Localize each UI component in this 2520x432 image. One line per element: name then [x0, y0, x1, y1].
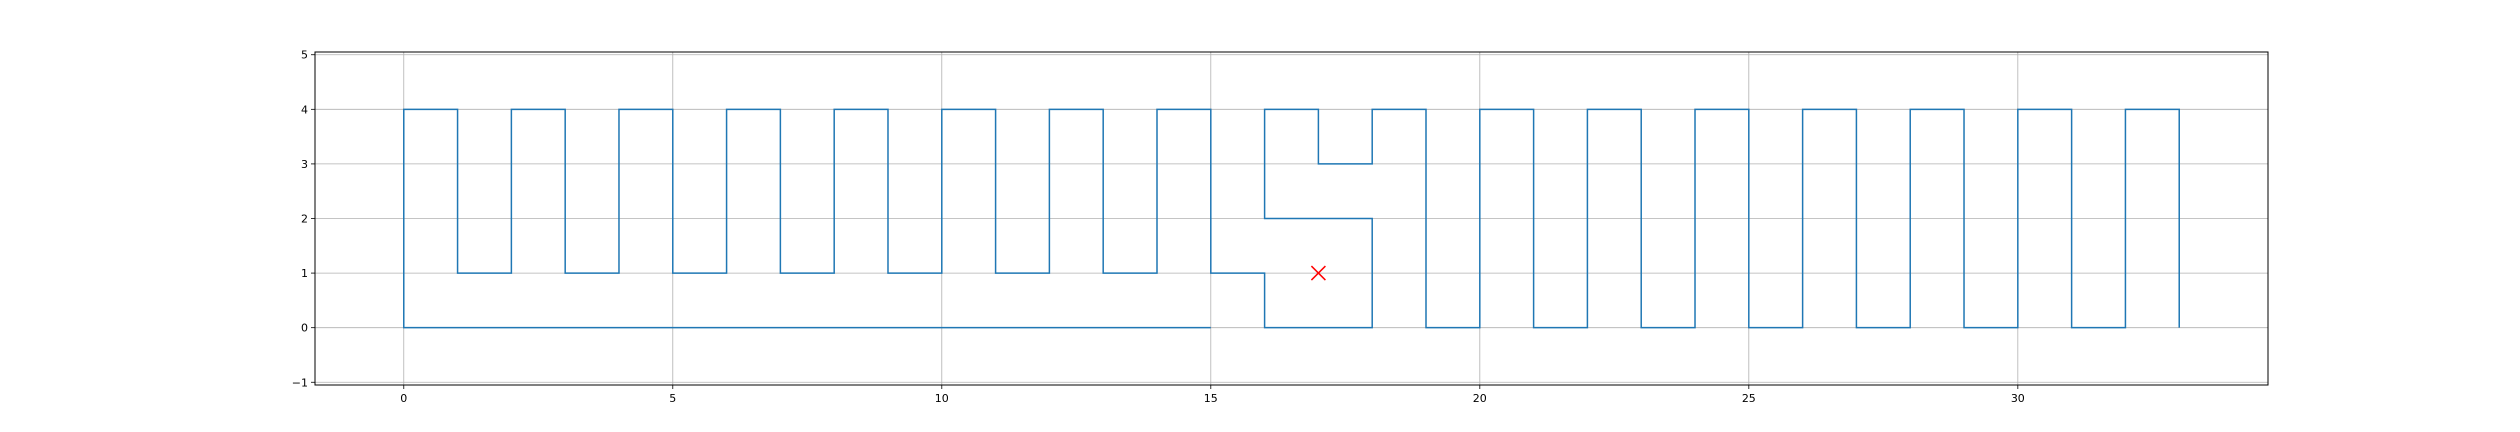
- y-tick-label: 0: [301, 322, 308, 335]
- x-tick-label: 30: [2011, 392, 2025, 405]
- x-tick-label: 15: [1204, 392, 1218, 405]
- marker-layer: [1310, 265, 1326, 281]
- x-tick-label: 20: [1473, 392, 1487, 405]
- plot-frame: [314, 51, 2269, 386]
- y-tick-label: −1: [292, 376, 308, 389]
- series-layer: [403, 108, 2180, 329]
- x-marker-stroke: [1310, 265, 1326, 281]
- y-tick-label: 4: [301, 103, 308, 116]
- series-line: [403, 108, 2180, 329]
- x-tick-label: 10: [935, 392, 949, 405]
- x-tick-label: 0: [400, 392, 407, 405]
- y-tick-label: 5: [301, 49, 308, 62]
- y-tick-label: 1: [301, 267, 308, 280]
- y-tick-label: 3: [301, 158, 308, 171]
- x-marker: [1310, 265, 1326, 281]
- x-tick-label: 5: [669, 392, 676, 405]
- x-tick-label: 25: [1742, 392, 1756, 405]
- axis-ticks: 0 5 10 15 20 25 30 −1 0 1 2 3 4 5: [292, 49, 2025, 405]
- y-tick-label: 2: [301, 213, 308, 226]
